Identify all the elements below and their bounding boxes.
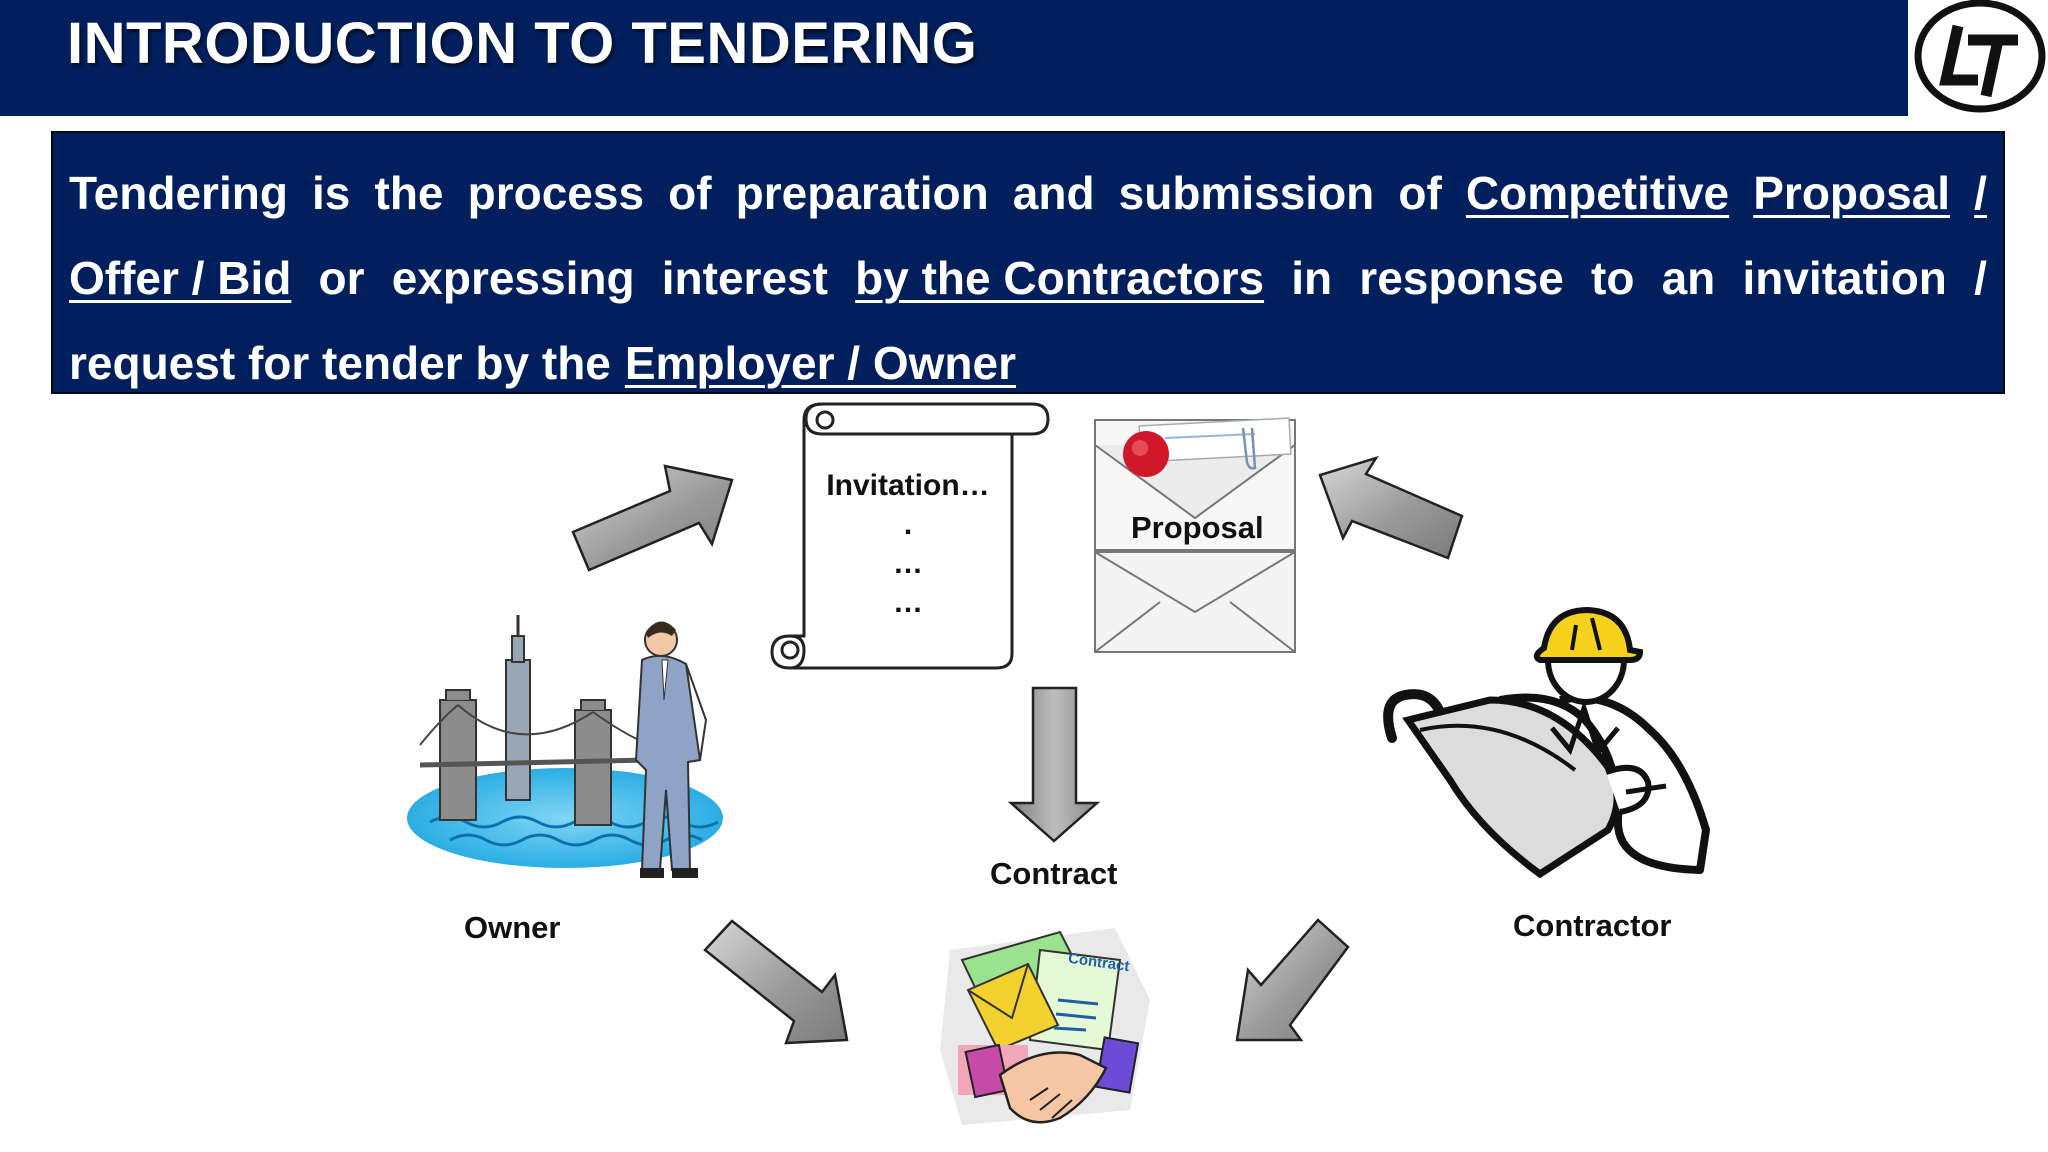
- definition-box: Tendering is the process of preparation …: [51, 131, 2005, 394]
- owner-label: Owner: [464, 910, 561, 945]
- contractor-illustration: [1383, 606, 1710, 879]
- word: of: [1398, 167, 1442, 219]
- underlined-term: /: [1974, 167, 1987, 219]
- word: to: [1591, 252, 1635, 304]
- underlined-term: Employer / Owner: [624, 337, 1016, 389]
- invitation-line: …: [893, 586, 923, 619]
- word: /: [1974, 252, 1987, 304]
- definition-line-3: request for tender by the Employer / Own…: [69, 321, 1987, 406]
- word: and: [1012, 167, 1095, 219]
- word: process: [467, 167, 645, 219]
- underlined-term: Competitive: [1465, 167, 1730, 219]
- contractor-label: Contractor: [1513, 908, 1672, 943]
- owner-illustration: [407, 615, 723, 878]
- contract-label: Contract: [990, 856, 1118, 891]
- word: request for tender by the: [69, 337, 611, 389]
- underlined-term: Proposal: [1753, 167, 1951, 219]
- invitation-line: …: [893, 547, 923, 580]
- word: expressing: [391, 252, 635, 304]
- word: an: [1661, 252, 1716, 304]
- underlined-term: by the Contractors: [855, 252, 1265, 304]
- handshake-contract-icon: [940, 928, 1150, 1125]
- word: response: [1359, 252, 1564, 304]
- word: is: [312, 167, 351, 219]
- slide-title: INTRODUCTION TO TENDERING: [67, 11, 978, 76]
- word: the: [374, 167, 444, 219]
- word: preparation: [735, 167, 989, 219]
- title-bar: INTRODUCTION TO TENDERING: [0, 0, 1908, 116]
- underlined-term: Offer / Bid: [69, 252, 292, 304]
- proposal-label: Proposal: [1131, 510, 1264, 545]
- arrow-down-to-contract: [1007, 686, 1101, 843]
- lt-logo-icon: [1914, 0, 2046, 113]
- word: or: [318, 252, 365, 304]
- word: interest: [661, 252, 828, 304]
- word: Tendering: [69, 167, 288, 219]
- definition-line-1: Tendering is the process of preparation …: [69, 151, 1987, 236]
- definition-line-2: Offer / Bid or expressing interest by th…: [69, 236, 1987, 321]
- invitation-scroll-icon: [770, 402, 1050, 670]
- company-logo: [1908, 0, 2048, 116]
- arrow-owner-to-handshake: [703, 919, 849, 1045]
- arrow-contractor-to-proposal: [1318, 455, 1464, 560]
- invitation-text: Invitation… . … …: [820, 466, 996, 622]
- word: invitation: [1742, 252, 1947, 304]
- invitation-line: .: [903, 508, 913, 541]
- arrow-owner-to-invitation: [571, 464, 734, 572]
- invitation-line: Invitation…: [826, 469, 990, 502]
- arrow-contractor-to-handshake: [1235, 918, 1350, 1042]
- word: in: [1291, 252, 1333, 304]
- word: of: [668, 167, 712, 219]
- proposal-envelope-icon: [1094, 417, 1296, 653]
- word: submission: [1118, 167, 1375, 219]
